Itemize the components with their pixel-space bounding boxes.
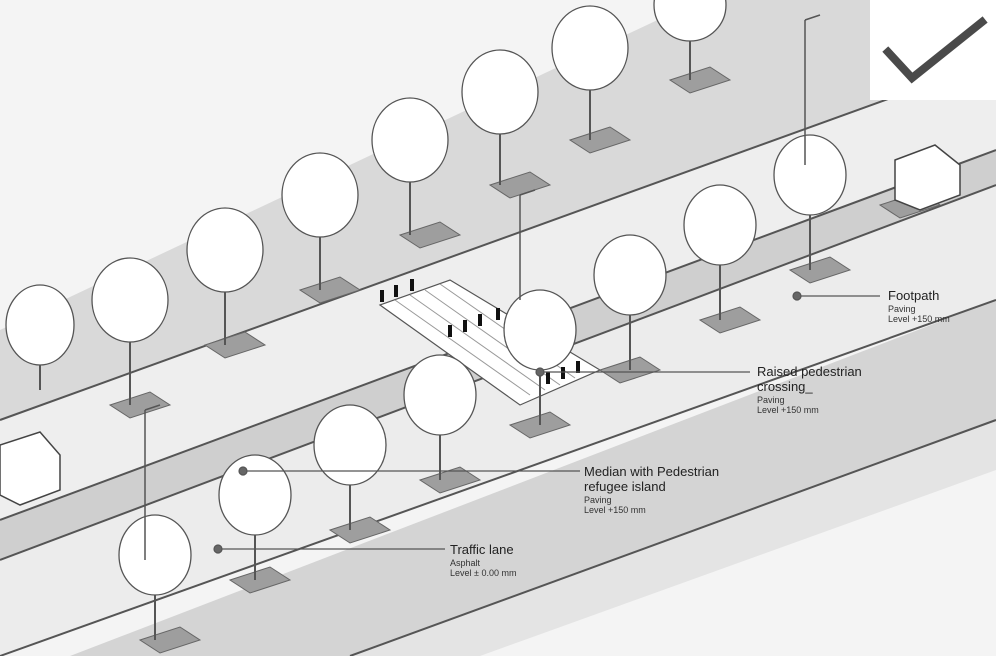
crossing-title-line2: crossing_ [757, 378, 813, 394]
trees-front-row [118, 134, 847, 640]
back-footpath [0, 0, 996, 420]
crossing-material: Paving [757, 394, 785, 405]
median-level: Level +150 mm [584, 505, 646, 516]
label-footpath: Footpath Paving Level +150 mm [888, 288, 950, 325]
label-median: Median with Pedestrian refugee island Pa… [584, 464, 720, 516]
checkmark-panel [870, 0, 996, 100]
check-icon [882, 16, 988, 84]
crossing-title-line1: Raised pedestrian [757, 364, 862, 379]
footpath-level: Level +150 mm [888, 314, 950, 325]
median-title-line2: refugee island [584, 478, 666, 494]
traffic-title: Traffic lane [450, 542, 514, 557]
leader-lines [213, 291, 880, 554]
trees-back-row [5, 0, 727, 405]
label-traffic-lane: Traffic lane Asphalt Level ± 0.00 mm [450, 542, 517, 579]
traffic-material: Asphalt [450, 557, 481, 568]
traffic-level: Level ± 0.00 mm [450, 568, 517, 579]
front-footpath [70, 300, 996, 656]
footpath-title: Footpath [888, 288, 940, 303]
median-material: Paving [584, 494, 612, 505]
footpath-material: Paving [888, 303, 916, 314]
bus-shelters [0, 144, 961, 506]
median-title-line1: Median with Pedestrian [584, 464, 720, 479]
front-traffic-lane [0, 185, 996, 656]
back-traffic-lane [0, 60, 996, 520]
label-raised-crossing: Raised pedestrian crossing_ Paving Level… [757, 364, 862, 416]
crossing-level: Level +150 mm [757, 405, 819, 416]
street-lamps [144, 14, 821, 560]
tree-pits [108, 66, 942, 654]
